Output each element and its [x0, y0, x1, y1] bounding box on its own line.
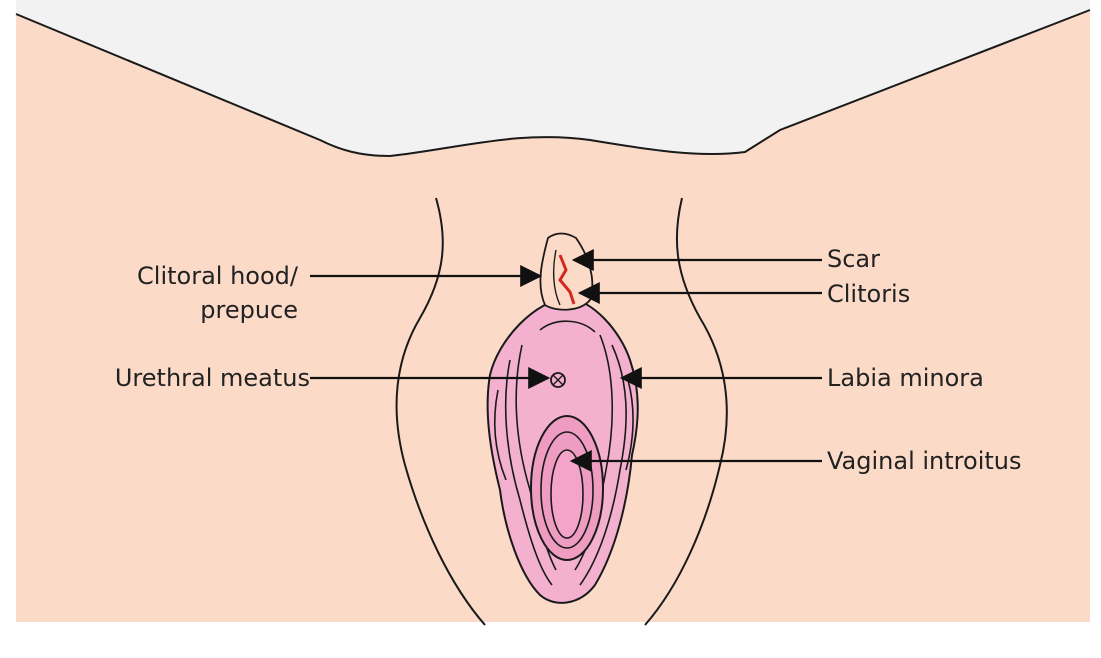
label-scar: Scar: [827, 245, 880, 273]
introitus-inner: [551, 450, 583, 538]
label-clitoral-hood-line2: prepuce: [48, 296, 298, 324]
label-clitoris: Clitoris: [827, 280, 910, 308]
label-urethral-meatus: Urethral meatus: [20, 364, 310, 392]
label-clitoral-hood-line1: Clitoral hood/: [48, 262, 298, 290]
label-vaginal-introitus: Vaginal introitus: [827, 447, 1021, 475]
label-labia-minora: Labia minora: [827, 364, 984, 392]
